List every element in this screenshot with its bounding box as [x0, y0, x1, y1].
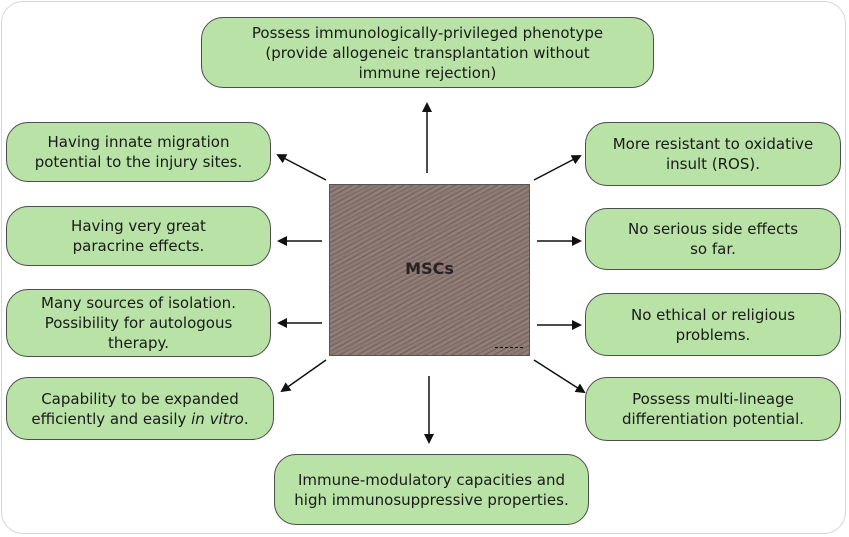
box-text-line: Possess immunologically-privileged pheno…	[251, 23, 604, 42]
box-text-line: More resistant to oxidative	[612, 135, 814, 153]
box-text-line: Capability to be expanded	[41, 389, 239, 408]
box-text-line: therapy.	[107, 334, 169, 352]
box-text-line: differentiation potential.	[621, 410, 805, 428]
box-text-line: Immune-modulatory capacities and	[298, 470, 565, 489]
box-text-line: No serious side effects	[627, 220, 799, 238]
arrow-to-multilineage	[533, 359, 586, 394]
box-paracrine: Having very great paracrine effects.	[6, 206, 271, 266]
box-expanded: Capability to be expanded efficiently an…	[6, 377, 274, 440]
box-text-line: No ethical or religious	[630, 305, 796, 324]
center-label: MSCs	[405, 259, 454, 278]
box-ethical: No ethical or religious problems.	[585, 293, 841, 356]
text-italic: in vitro	[191, 409, 244, 428]
box-text-line: high immunosuppressive properties.	[294, 490, 569, 509]
arrow-to-migration	[276, 154, 327, 181]
box-side-effects: No serious side effects so far.	[585, 208, 841, 270]
box-text-line: problems.	[675, 325, 751, 344]
box-text-line: potential to the injury sites.	[34, 153, 243, 171]
box-multilineage: Possess multi-lineage differentiation po…	[585, 377, 841, 441]
box-oxidative: More resistant to oxidative insult (ROS)…	[585, 122, 841, 186]
box-sources: Many sources of isolation. Possibility f…	[6, 289, 271, 357]
box-immune-modulatory: Immune-modulatory capacities and high im…	[274, 454, 589, 525]
box-text-line: efficiently and easily in vitro.	[31, 409, 248, 429]
text-normal: .	[243, 409, 249, 428]
box-text-line: Possibility for autologous	[44, 314, 233, 332]
box-text-line: immune rejection)	[358, 63, 497, 82]
text-normal: efficiently and easily	[31, 409, 192, 428]
box-text-line: Many sources of isolation.	[41, 294, 236, 312]
box-immunoprivileged: Possess immunologically-privileged pheno…	[201, 17, 654, 88]
msc-micrograph: MSCs	[329, 184, 530, 356]
box-text-line: Having very great	[71, 217, 206, 235]
box-text-line: (provide allogeneic transplantation with…	[265, 43, 590, 62]
box-migration: Having innate migration potential to the…	[6, 122, 271, 182]
scale-bar	[495, 347, 523, 348]
box-text-line: Possess multi-lineage	[632, 390, 794, 408]
box-text-line: Having innate migration	[47, 133, 230, 151]
box-text-line: so far.	[690, 240, 736, 258]
arrow-to-expanded	[280, 359, 327, 393]
box-text-line: insult (ROS).	[665, 155, 761, 173]
arrow-to-oxidative	[533, 155, 582, 181]
box-text-line: paracrine effects.	[72, 237, 205, 255]
